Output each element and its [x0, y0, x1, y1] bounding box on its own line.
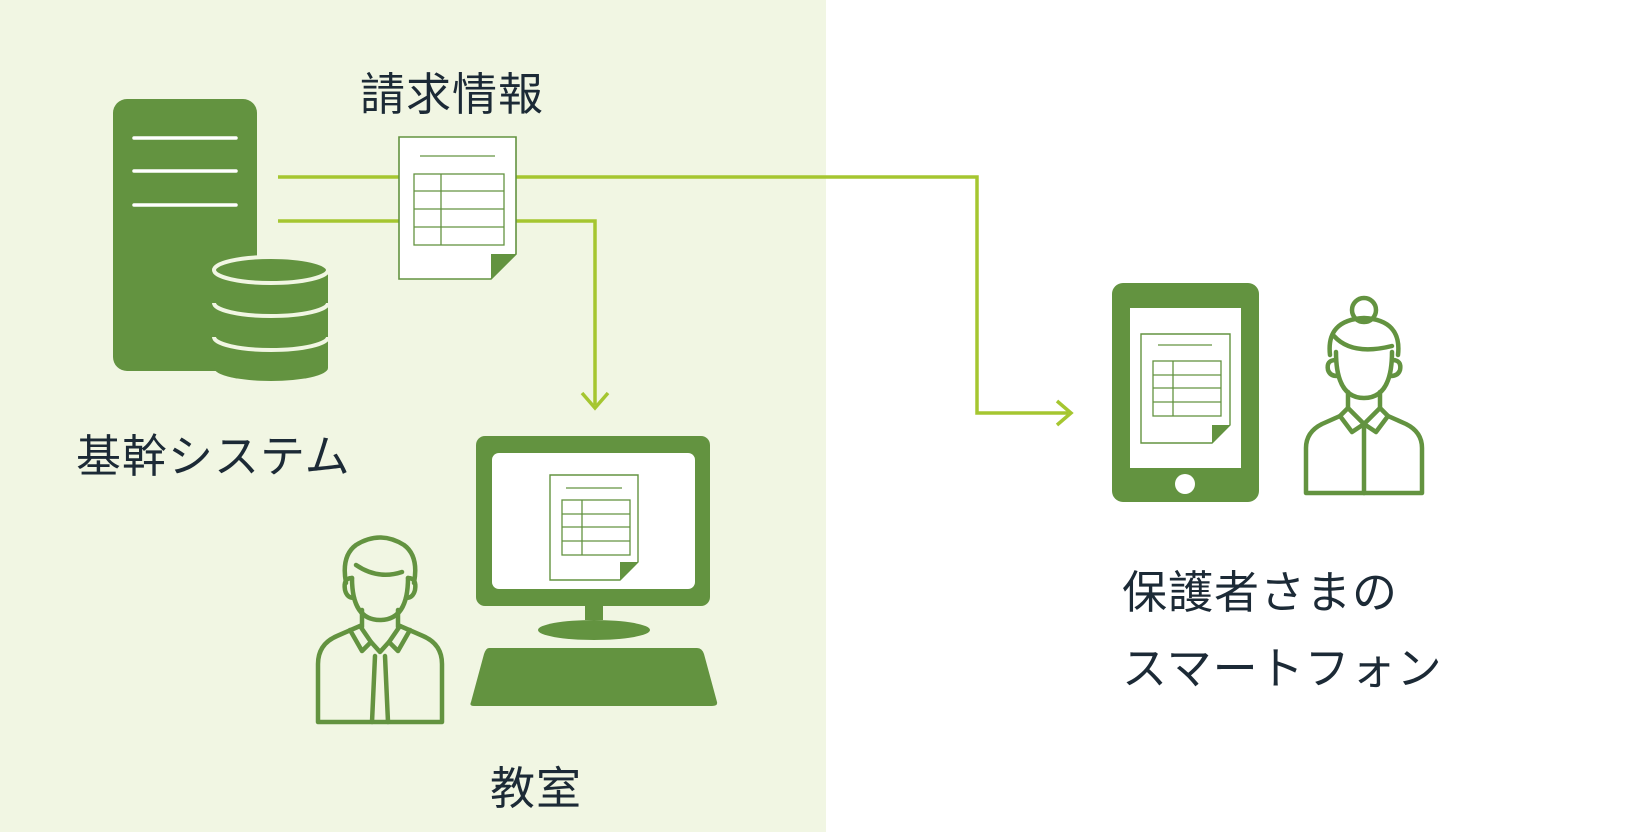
screen-document-icon	[549, 474, 639, 581]
server-database-icon	[113, 99, 330, 381]
parent-phone-label-line1: 保護者さまの	[1122, 566, 1399, 619]
desktop-computer-icon	[470, 436, 718, 706]
flow-arrow-to-parent-phone	[278, 175, 1074, 427]
database-icon	[212, 255, 330, 381]
classroom-label: 教室	[490, 762, 583, 815]
core-system-label: 基幹システム	[76, 430, 351, 483]
spreadsheet-document-icon	[398, 136, 517, 280]
tablet-icon	[1112, 283, 1259, 502]
flow-arrow-to-classroom	[278, 219, 610, 411]
female-parent-icon	[1303, 295, 1425, 496]
male-staff-icon	[315, 535, 445, 725]
parent-phone-label: 保護者さまの スマートフォン	[1122, 555, 1443, 707]
billing-info-label: 請求情報	[360, 68, 545, 121]
tablet-document-icon	[1140, 333, 1231, 444]
parent-phone-label-line2: スマートフォン	[1122, 642, 1443, 695]
